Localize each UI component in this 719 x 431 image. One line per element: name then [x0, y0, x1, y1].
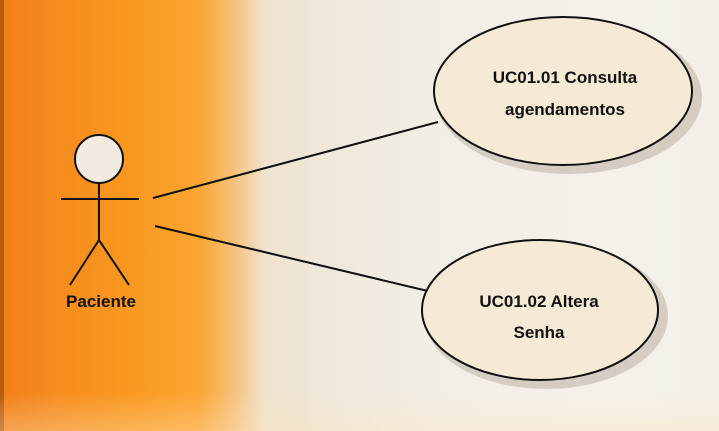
background-fade: [0, 391, 719, 431]
actor-name: Paciente: [66, 292, 136, 311]
actor-left-leg: [69, 239, 100, 286]
use-case-label-line2: agendamentos: [505, 100, 625, 119]
actor-paciente[interactable]: Paciente: [61, 134, 139, 311]
use-case-label-line1: UC01.02 Altera: [479, 292, 599, 311]
use-case-ellipse: [433, 16, 693, 166]
actor-head: [74, 134, 124, 184]
use-case-label-line1: UC01.01 Consulta: [493, 68, 638, 87]
use-case-label-line2: Senha: [513, 323, 565, 342]
association-altera-senha[interactable]: [154, 225, 433, 293]
use-case-uc0101[interactable]: UC01.01 Consulta agendamentos: [433, 16, 702, 174]
association-consulta[interactable]: [152, 121, 439, 199]
use-case-uc0102[interactable]: UC01.02 Altera Senha: [421, 239, 668, 389]
left-border: [0, 0, 4, 431]
actor-right-leg: [98, 239, 130, 286]
use-case-ellipse: [421, 239, 659, 381]
